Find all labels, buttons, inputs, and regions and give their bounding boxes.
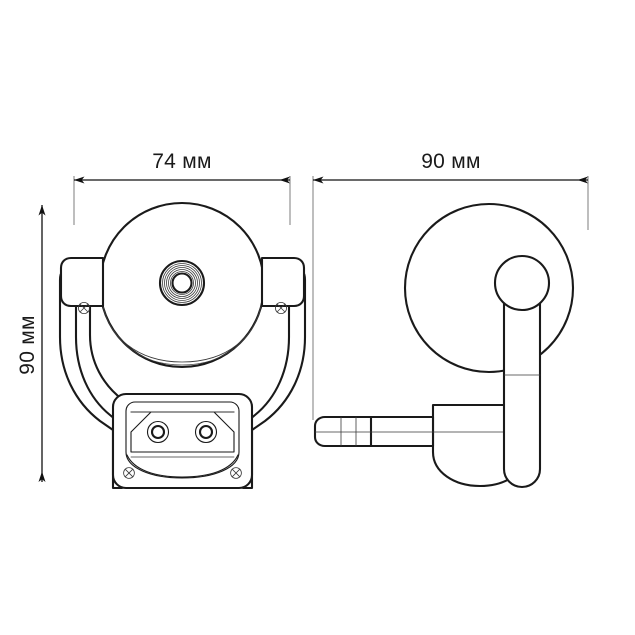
dimension-label-width-74: 74 мм [152,150,212,173]
right-mounting-tab [260,256,306,308]
plate-screw-left [123,467,135,479]
side-view-group [312,176,589,489]
socket-bottom-arc [126,454,239,478]
left-mounting-tab [59,256,105,308]
swivel-knob [493,254,551,312]
plate-screw-right [230,467,242,479]
front-view-group [38,176,307,490]
pin-hole-right [198,424,214,440]
pin-hole-left-outer [146,420,170,444]
tab-screw-right [274,301,287,314]
pin-hole-left [150,424,166,440]
center-boss-rings [158,259,206,307]
socket-recess-outer [125,401,240,479]
dimension-label-width-90: 90 мм [421,150,481,173]
pin-hole-right-outer [194,420,218,444]
dimension-label-height-90: 90 мм [16,315,39,375]
plug-pin [313,415,435,448]
socket-plate [111,392,254,490]
tab-screw-left [78,301,91,314]
lamp-disc-inner-edge-2 [100,295,264,363]
